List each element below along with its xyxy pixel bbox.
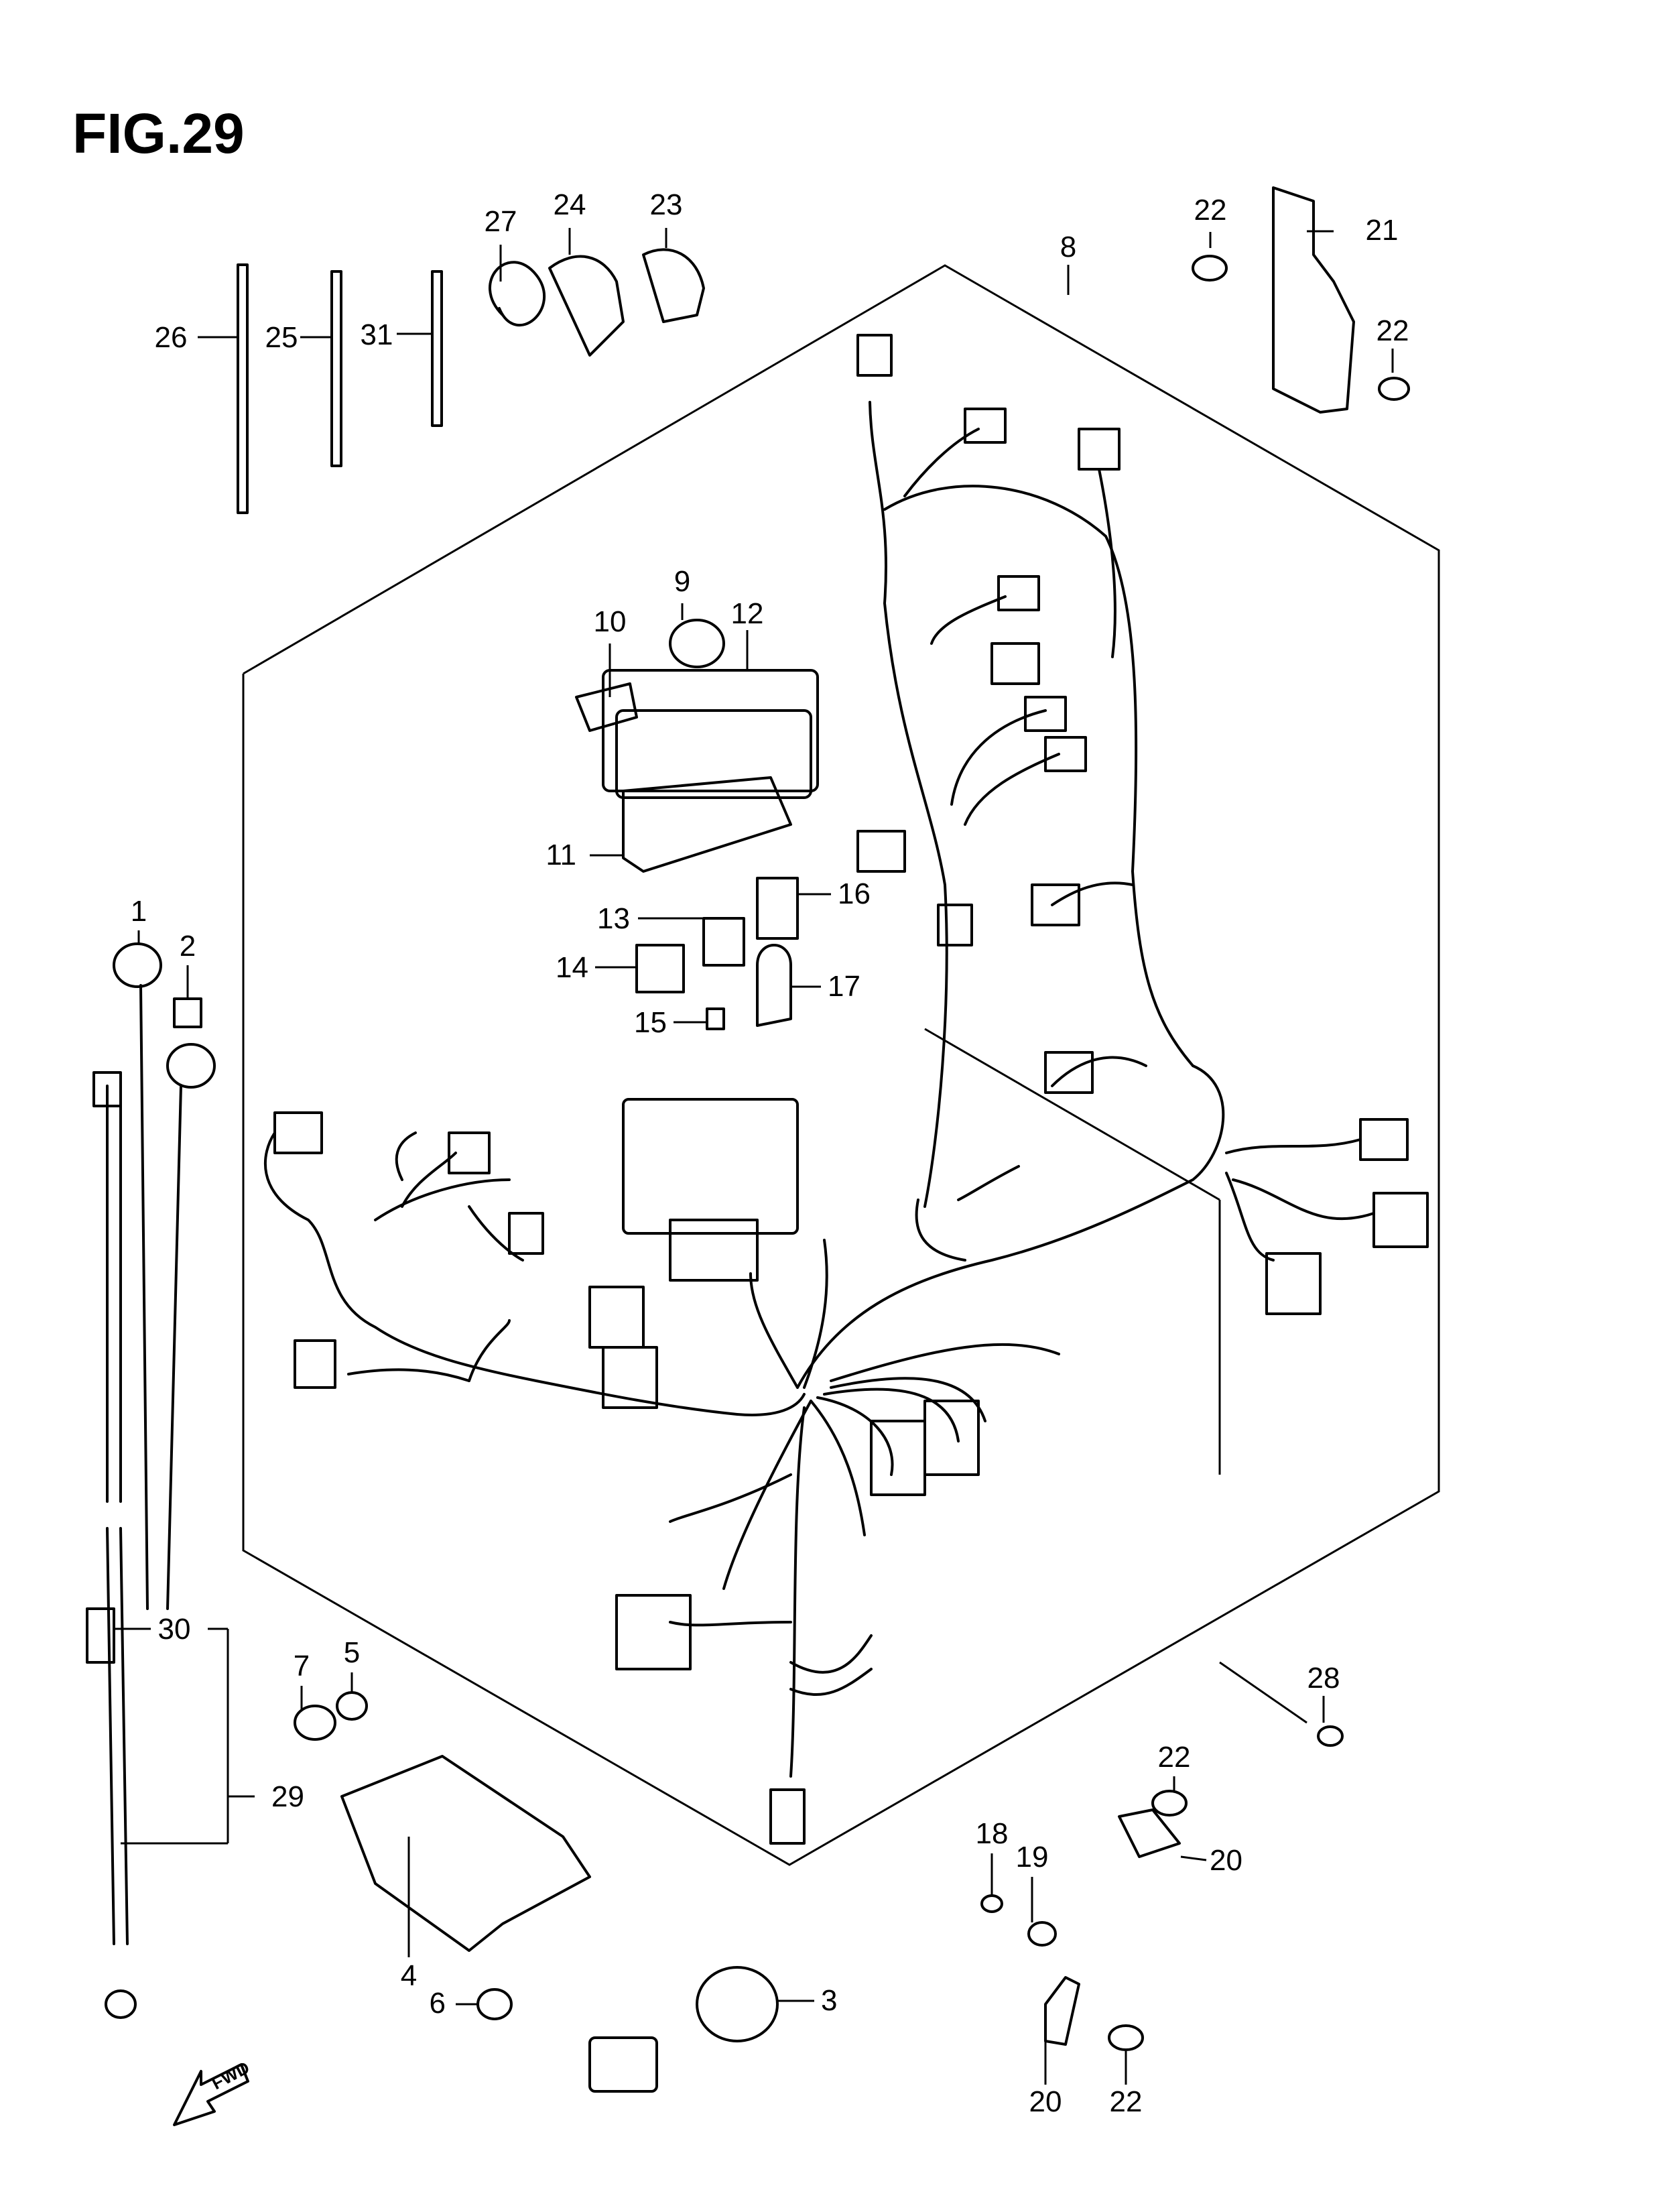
callout-10: 10 — [594, 605, 627, 638]
callout-22d: 22 — [1110, 2085, 1143, 2118]
callout-22a: 22 — [1194, 194, 1227, 227]
callout-12: 12 — [731, 597, 764, 630]
callout-1: 1 — [131, 895, 147, 928]
callout-16: 16 — [838, 877, 871, 910]
harness-assembly-outline — [242, 264, 1440, 1866]
callout-23: 23 — [650, 188, 683, 221]
callout-14: 14 — [556, 951, 588, 984]
callout-8: 8 — [1060, 231, 1076, 263]
callout-21: 21 — [1366, 214, 1399, 247]
callout-25: 25 — [265, 321, 298, 354]
callout-28: 28 — [1307, 1662, 1340, 1695]
lower-parts — [294, 1691, 1181, 2093]
callout-27: 27 — [485, 205, 517, 238]
callout-6: 6 — [430, 1987, 446, 2020]
callout-30: 30 — [158, 1613, 191, 1646]
forward-direction-arrow: FWD — [173, 2057, 253, 2126]
callout-13: 13 — [597, 902, 630, 935]
callout-9: 9 — [674, 565, 690, 598]
cable-ties-and-clamps — [237, 248, 705, 514]
battery-cables — [86, 942, 216, 2019]
callout-11: 11 — [546, 839, 576, 871]
callout-20b: 20 — [1029, 2085, 1062, 2118]
callout-19: 19 — [1016, 1841, 1049, 1873]
fuse-box-assembly — [575, 619, 819, 1030]
callout-17: 17 — [828, 970, 860, 1003]
leader-lines — [114, 228, 1394, 2085]
callout-numbers: 8 22 21 22 26 25 31 27 24 23 9 10 12 11 … — [131, 188, 1409, 2118]
callout-18: 18 — [976, 1817, 1009, 1850]
callout-4: 4 — [401, 1959, 417, 1992]
callout-24: 24 — [554, 188, 586, 221]
callout-22c: 22 — [1158, 1741, 1191, 1774]
callout-5: 5 — [344, 1636, 360, 1669]
callout-2: 2 — [180, 930, 196, 963]
callout-15: 15 — [634, 1006, 667, 1039]
callout-29: 29 — [271, 1780, 304, 1813]
forward-label: FWD — [208, 2057, 253, 2093]
callout-20a: 20 — [1210, 1844, 1242, 1877]
callout-26: 26 — [155, 321, 188, 354]
callout-3: 3 — [821, 1984, 837, 2017]
main-wiring-harness — [264, 334, 1429, 1845]
callout-7: 7 — [294, 1650, 310, 1682]
figure-title: FIG.29 — [72, 102, 245, 165]
callout-22b: 22 — [1377, 314, 1409, 347]
callout-31: 31 — [361, 318, 393, 351]
bracket-and-bolts — [1108, 186, 1410, 2051]
